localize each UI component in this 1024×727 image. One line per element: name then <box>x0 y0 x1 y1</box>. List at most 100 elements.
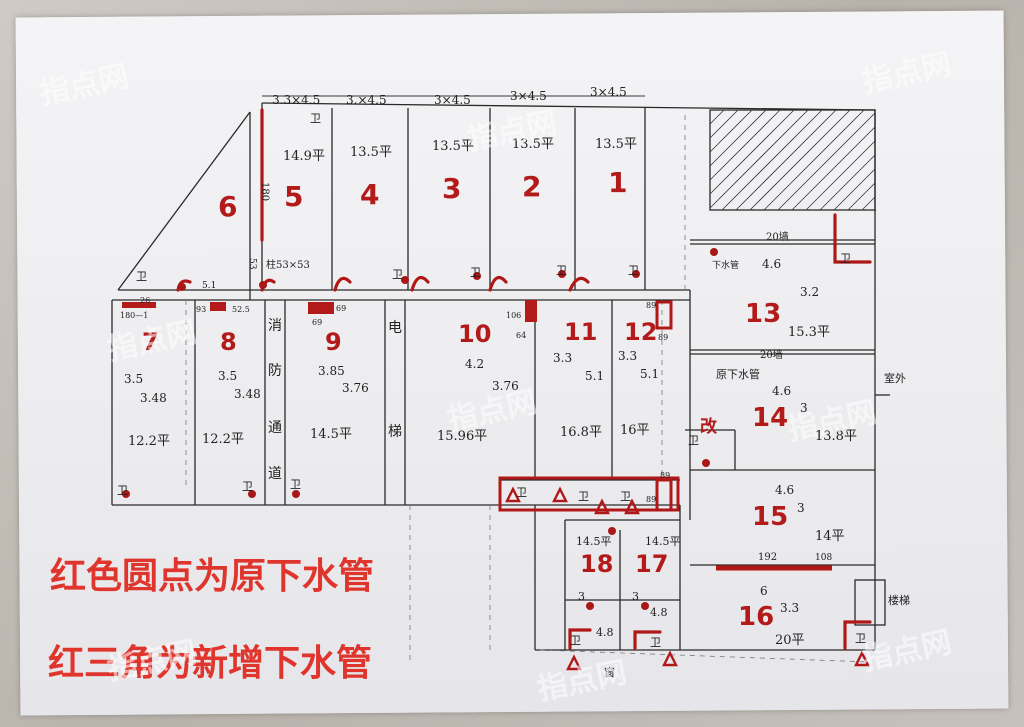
dim-room3: 3×4.5 <box>434 93 471 107</box>
m180-100: 180—1 <box>120 311 148 320</box>
legend-red-triangle: 红三角为新增下水管 <box>48 643 372 684</box>
room-15-depth: 3 <box>797 501 805 515</box>
m192: 192 <box>758 552 777 563</box>
red-door-3 <box>410 275 430 292</box>
fire-passage-1: 消 <box>268 318 282 334</box>
room-8-area: 12.2平 <box>202 432 244 447</box>
drain-dot <box>292 490 300 498</box>
wall-diagonal <box>117 111 251 291</box>
m106: 106 <box>506 311 521 320</box>
room-18-depth: 4.8 <box>596 626 614 639</box>
drain-dot <box>473 272 481 280</box>
room-7-width: 3.5 <box>124 372 143 386</box>
room-10-number: 10 <box>458 320 491 348</box>
wc-1: 卫 <box>628 264 639 277</box>
room-17-area: 14.5平 <box>645 535 681 548</box>
legend: 红色圆点为原下水管 红三角为新增下水管 <box>48 556 374 684</box>
hatch-line <box>847 182 876 211</box>
room-12-area: 16平 <box>620 423 650 438</box>
hatch-line <box>805 140 876 211</box>
legend-red-dot: 红色圆点为原下水管 <box>50 556 374 597</box>
hatch-line <box>721 109 823 211</box>
fire-passage-3: 通 <box>268 420 282 436</box>
red-block-9 <box>308 302 334 314</box>
watermark-9: 指点网 <box>859 625 954 678</box>
drain-triangle <box>566 654 582 671</box>
room-7-area: 12.2平 <box>128 434 170 449</box>
hatch-line <box>861 196 876 211</box>
hatch-lines <box>709 109 877 212</box>
wc-13: 卫 <box>840 252 851 265</box>
room-7-depth: 3.48 <box>140 391 167 405</box>
red-door-4 <box>333 276 352 292</box>
m69a: 69 <box>312 318 322 327</box>
col-label: 柱53×53 <box>266 258 310 271</box>
m108: 108 <box>815 553 832 563</box>
drain-dot <box>558 270 566 278</box>
top-dimensions: 3.3×4.5 3.×4.5 3×4.5 3×4.5 3×4.5 180 柱53… <box>247 85 645 271</box>
m89d: 89 <box>646 495 656 504</box>
drain-dot <box>608 527 616 535</box>
room-10-area: 15.96平 <box>437 429 487 444</box>
room-6-number: 6 <box>218 190 237 223</box>
hatch-line <box>777 112 876 211</box>
m69b: 69 <box>336 304 346 313</box>
room-15-width: 4.6 <box>775 483 794 497</box>
red-door-2 <box>488 275 508 292</box>
watermark-8: 指点网 <box>534 655 629 708</box>
room-13-width: 4.6 <box>762 257 781 271</box>
room-14-depth: 3 <box>800 401 808 415</box>
m52-5: 52.5 <box>232 305 250 314</box>
red-block-89 <box>655 478 673 512</box>
hatch-line <box>874 209 877 212</box>
red-wall-17 <box>633 630 662 650</box>
drain-triangle <box>624 498 640 515</box>
col-height: 180 <box>259 182 270 201</box>
room-12-depth: 5.1 <box>640 367 659 381</box>
drain-dot <box>702 459 710 467</box>
room-4-number: 4 <box>360 178 379 211</box>
dim-room1: 3×4.5 <box>590 85 627 99</box>
hatch-line <box>709 109 795 195</box>
m5-1: 5.1 <box>202 281 216 291</box>
window-label: 窗 <box>604 665 615 679</box>
drain-dot <box>178 283 186 291</box>
wc-14: 卫 <box>688 434 699 447</box>
room-1-number: 1 <box>608 166 627 199</box>
outdoor-label: 室外 <box>884 371 906 385</box>
hatch-line <box>709 109 767 167</box>
wc-9: 卫 <box>290 478 301 491</box>
drain-pipe-label: 下水管 <box>712 259 739 271</box>
fire-passage-4: 道 <box>268 466 282 482</box>
room-17-depth: 4.8 <box>650 606 668 619</box>
room-13-depth: 3.2 <box>800 285 819 299</box>
wc-2: 卫 <box>556 264 567 277</box>
red-block-8 <box>210 302 226 311</box>
m89b: 89 <box>658 333 668 342</box>
wc-10: 卫 <box>516 486 527 499</box>
m64: 64 <box>516 331 526 340</box>
drain-dot <box>632 270 640 278</box>
room-5-area: 14.9平 <box>283 149 325 164</box>
room-4-area: 13.5平 <box>350 145 392 160</box>
room-13-number: 13 <box>745 299 781 329</box>
stairs-label: 梯 <box>388 424 402 440</box>
hatch-line <box>791 126 876 211</box>
room-18-width: 3 <box>578 590 585 603</box>
hatch-line <box>709 109 809 209</box>
drain-triangle <box>594 498 610 515</box>
dim-room4: 3.×4.5 <box>346 93 387 107</box>
drain-triangle <box>505 486 521 503</box>
room-9-area: 14.5平 <box>310 427 352 442</box>
original-drain-dots <box>122 248 718 610</box>
dim-room5: 3.3×4.5 <box>272 93 320 107</box>
red-wall-18 <box>568 628 592 650</box>
drain-triangle <box>662 650 678 667</box>
hatch-line <box>709 109 739 139</box>
room-11-depth: 5.1 <box>585 369 604 383</box>
room-7-number: 7 <box>142 328 159 356</box>
room-16-number: 16 <box>738 602 774 632</box>
red-block-12 <box>655 300 673 330</box>
m-top26: 26 <box>140 296 150 305</box>
